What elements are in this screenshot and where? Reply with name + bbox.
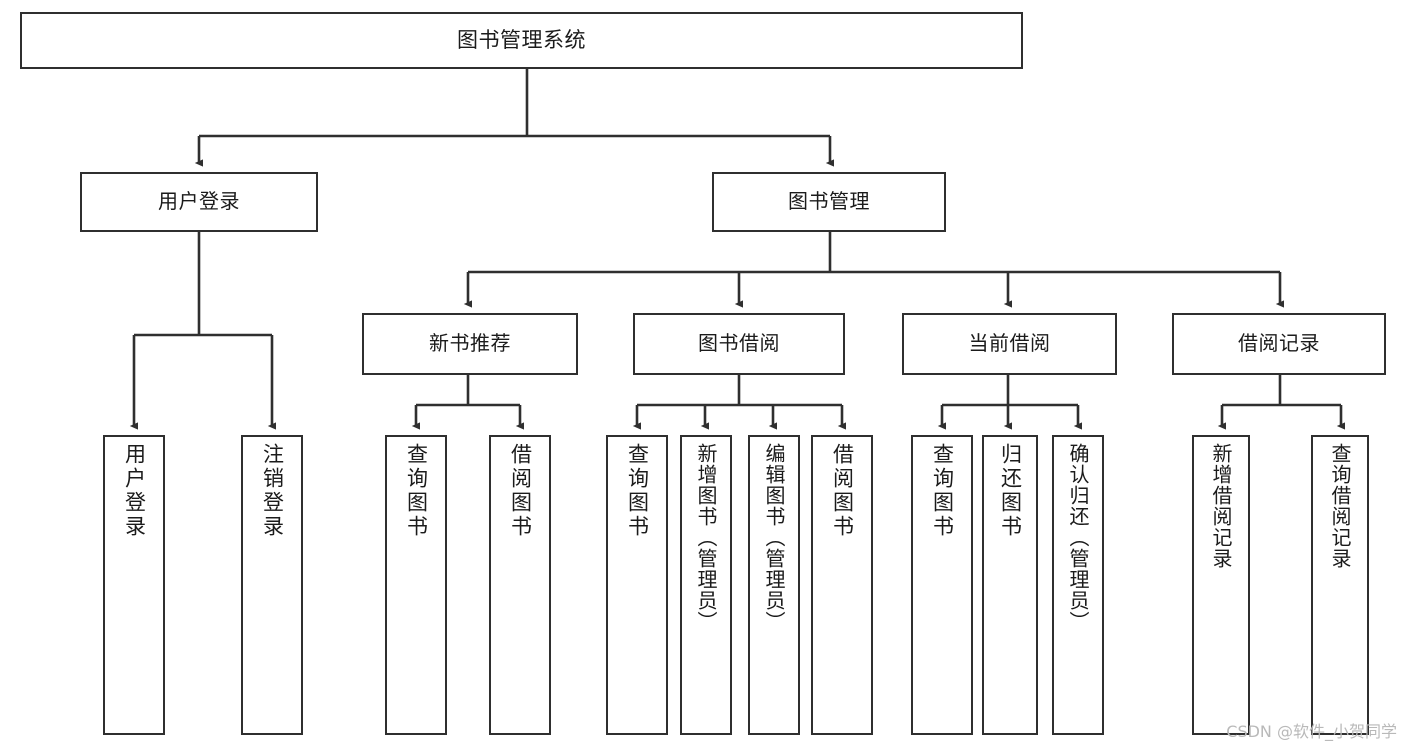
leaf-borrow-query-book[interactable]: 查询图书 (606, 435, 668, 735)
leaf-user-login-login[interactable]: 用户登录 (103, 435, 165, 735)
node-book-management-label: 图书管理 (788, 189, 870, 214)
leaf-label: 查询图书 (625, 443, 650, 539)
node-new-book-recommend-label: 新书推荐 (429, 331, 511, 356)
leaf-label: 新增图书（管理员） (694, 443, 718, 632)
node-new-book-recommend[interactable]: 新书推荐 (362, 313, 578, 375)
node-book-borrow-label: 图书借阅 (698, 331, 780, 356)
leaf-user-login-logout[interactable]: 注销登录 (241, 435, 303, 735)
node-root-label: 图书管理系统 (457, 28, 586, 53)
leaf-recommend-query-book[interactable]: 查询图书 (385, 435, 447, 735)
leaf-recommend-borrow-book[interactable]: 借阅图书 (489, 435, 551, 735)
leaf-label: 查询图书 (930, 443, 955, 539)
node-borrow-record-label: 借阅记录 (1238, 331, 1320, 356)
leaf-label: 查询图书 (404, 443, 429, 539)
leaf-label: 用户登录 (122, 443, 147, 539)
node-current-borrow-label: 当前借阅 (968, 331, 1051, 356)
node-user-login-label: 用户登录 (158, 189, 240, 214)
leaf-label: 查询借阅记录 (1328, 443, 1352, 569)
leaf-record-query-record[interactable]: 查询借阅记录 (1311, 435, 1369, 735)
leaf-current-query-book[interactable]: 查询图书 (911, 435, 973, 735)
leaf-label: 借阅图书 (508, 443, 533, 539)
node-root-system[interactable]: 图书管理系统 (20, 12, 1023, 69)
leaf-borrow-add-book-admin[interactable]: 新增图书（管理员） (680, 435, 732, 735)
node-book-borrow[interactable]: 图书借阅 (633, 313, 845, 375)
leaf-label: 确认归还（管理员） (1066, 443, 1090, 632)
node-user-login[interactable]: 用户登录 (80, 172, 318, 232)
leaf-label: 新增借阅记录 (1209, 443, 1233, 569)
watermark-csdn: CSDN @软件_小贺同学 (1226, 722, 1397, 741)
leaf-record-add-record[interactable]: 新增借阅记录 (1192, 435, 1250, 735)
leaf-current-return-book[interactable]: 归还图书 (982, 435, 1038, 735)
leaf-current-confirm-return-admin[interactable]: 确认归还（管理员） (1052, 435, 1104, 735)
node-book-management[interactable]: 图书管理 (712, 172, 946, 232)
leaf-label: 注销登录 (260, 443, 285, 539)
leaf-label: 编辑图书（管理员） (762, 443, 786, 632)
leaf-borrow-borrow-book[interactable]: 借阅图书 (811, 435, 873, 735)
node-current-borrow[interactable]: 当前借阅 (902, 313, 1117, 375)
leaf-borrow-edit-book-admin[interactable]: 编辑图书（管理员） (748, 435, 800, 735)
leaf-label: 借阅图书 (830, 443, 855, 539)
node-borrow-record[interactable]: 借阅记录 (1172, 313, 1386, 375)
leaf-label: 归还图书 (998, 443, 1023, 539)
